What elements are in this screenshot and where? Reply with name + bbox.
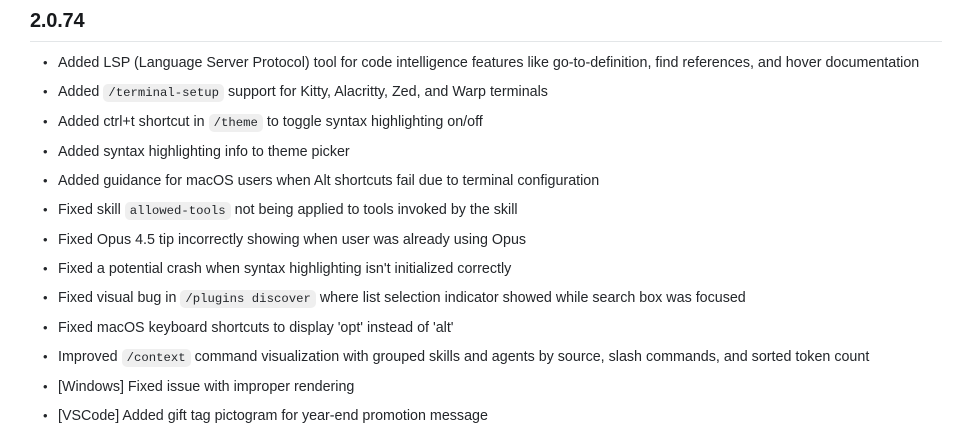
changelog-item-text: to toggle syntax highlighting on/off <box>262 114 483 130</box>
inline-code-chip: /terminal-setup <box>103 84 225 102</box>
changelog-item: Added guidance for macOS users when Alt … <box>30 171 942 192</box>
changelog-item: Added ctrl+t shortcut in /theme to toggl… <box>30 112 942 134</box>
changelog-item-text: where list selection indicator showed wh… <box>315 290 746 306</box>
changelog-item-text: Improved <box>58 349 122 365</box>
version-heading: 2.0.74 <box>30 10 85 32</box>
changelog-item-text: Fixed visual bug in <box>58 290 181 306</box>
changelog-item: Added LSP (Language Server Protocol) too… <box>30 53 942 74</box>
changelog-item-text: Fixed macOS keyboard shortcuts to displa… <box>58 320 454 336</box>
changelog-item-text: Fixed a potential crash when syntax high… <box>58 261 512 277</box>
changelog-item: Fixed macOS keyboard shortcuts to displa… <box>30 318 942 339</box>
changelog-item: Improved /context command visualization … <box>30 347 942 369</box>
changelog-item: Added syntax highlighting info to theme … <box>30 142 942 163</box>
inline-code-chip: /theme <box>208 114 263 132</box>
changelog-item-text: Added LSP (Language Server Protocol) too… <box>58 55 920 71</box>
changelog-item: Fixed a potential crash when syntax high… <box>30 259 942 280</box>
changelog-item: [VSCode] Added gift tag pictogram for ye… <box>30 406 942 427</box>
changelog-list: Added LSP (Language Server Protocol) too… <box>30 42 942 427</box>
heading-divider <box>30 41 942 42</box>
inline-code-chip: allowed-tools <box>124 202 231 220</box>
inline-code-chip: /context <box>121 349 191 367</box>
changelog-item: Fixed visual bug in /plugins discover wh… <box>30 288 942 310</box>
changelog-item: [Windows] Fixed issue with improper rend… <box>30 377 942 398</box>
changelog-item-text: support for Kitty, Alacritty, Zed, and W… <box>224 84 548 100</box>
changelog-item-text: Added guidance for macOS users when Alt … <box>58 173 600 189</box>
changelog-item-text: Fixed Opus 4.5 tip incorrectly showing w… <box>58 232 527 248</box>
inline-code-chip: /plugins discover <box>180 290 316 308</box>
changelog-item-text: [Windows] Fixed issue with improper rend… <box>58 379 355 395</box>
changelog-item-text: Fixed skill <box>58 202 125 218</box>
changelog-item-text: not being applied to tools invoked by th… <box>230 202 518 218</box>
changelog-item-text: Added ctrl+t shortcut in <box>58 114 209 130</box>
changelog-item-text: Added syntax highlighting info to theme … <box>58 144 350 160</box>
changelog-item-text: [VSCode] Added gift tag pictogram for ye… <box>58 408 488 424</box>
changelog-item: Fixed Opus 4.5 tip incorrectly showing w… <box>30 230 942 251</box>
changelog-item-text: Added <box>58 84 104 100</box>
changelog-item: Added /terminal-setup support for Kitty,… <box>30 82 942 104</box>
changelog-item: Fixed skill allowed-tools not being appl… <box>30 200 942 222</box>
changelog-item-text: command visualization with grouped skill… <box>190 349 870 365</box>
